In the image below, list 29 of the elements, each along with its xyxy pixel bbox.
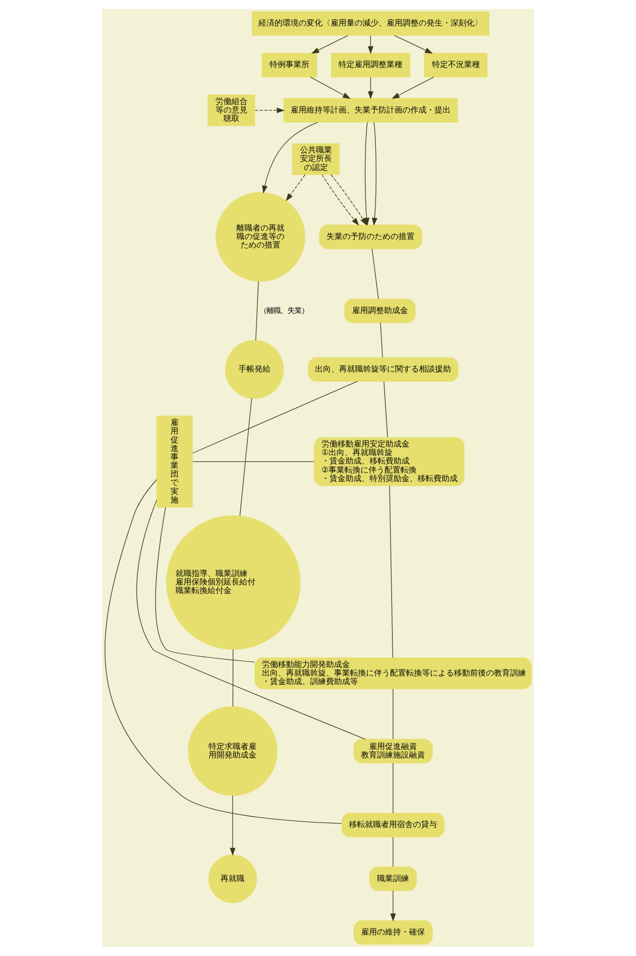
arrow	[390, 890, 396, 922]
connector	[104, 479, 342, 824]
connector	[192, 381, 358, 454]
arrow	[330, 174, 367, 226]
arrow	[286, 174, 306, 202]
connector	[192, 461, 314, 462]
arrow	[372, 122, 378, 226]
arrow	[394, 35, 433, 54]
arrow	[368, 35, 374, 54]
connector	[392, 688, 394, 740]
connector	[389, 486, 394, 658]
arrow	[322, 174, 360, 226]
arrow	[311, 35, 348, 54]
connector	[232, 649, 234, 707]
connector	[380, 322, 383, 358]
arrow	[310, 76, 351, 99]
arrow	[368, 76, 374, 100]
connector	[392, 836, 394, 868]
connector	[372, 248, 379, 300]
connector	[392, 762, 394, 814]
connector	[155, 507, 255, 662]
arrow	[230, 795, 236, 856]
arrow	[254, 108, 285, 114]
connector	[384, 381, 388, 438]
connector	[136, 500, 366, 740]
connector	[240, 398, 252, 516]
arrow	[392, 76, 434, 99]
arrow	[262, 122, 318, 194]
connector	[255, 280, 259, 341]
